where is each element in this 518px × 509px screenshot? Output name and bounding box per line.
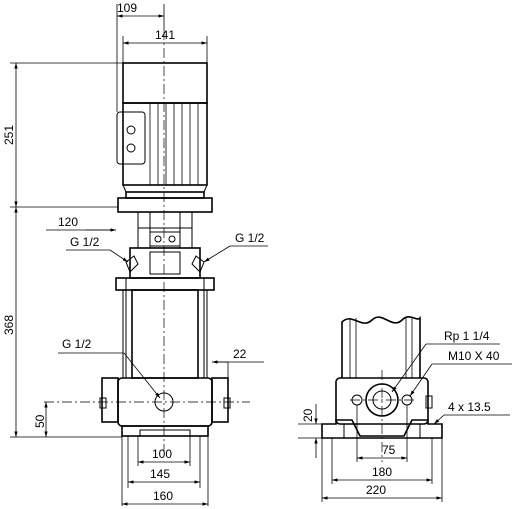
dim-220: 220 <box>366 483 386 497</box>
motor-top-cap <box>122 62 208 104</box>
port-plug-left <box>99 397 107 409</box>
port-plug-right <box>223 397 231 409</box>
port-plug-right <box>425 395 433 409</box>
base-foot <box>121 425 209 437</box>
dim-141: 141 <box>155 28 175 42</box>
label-g12-left-top: G 1/2 <box>70 235 100 249</box>
dim-75: 75 <box>382 443 396 457</box>
dim-100: 100 <box>152 447 172 461</box>
label-g12-mid: G 1/2 <box>62 337 92 351</box>
inlet-stub-left <box>101 377 119 423</box>
pump-sleeve <box>131 289 199 379</box>
base-view-dimensions: Rp 1 1/4 M10 X 40 20 4 x 13.5 75 180 220 <box>298 329 512 502</box>
dim-251: 251 <box>2 125 16 145</box>
pump-side-view <box>44 30 250 452</box>
dim-180: 180 <box>372 465 392 479</box>
dim-50: 50 <box>33 414 47 428</box>
vent-plug-right <box>191 255 205 273</box>
pump-head-flange <box>115 277 215 291</box>
dim-368: 368 <box>2 315 16 335</box>
side-view-dimensions: 109 141 251 368 120 G 1/2 G 1/2 G 1/2 <box>2 1 268 506</box>
motor-stool-flange <box>117 197 213 213</box>
vent-plug-left <box>125 255 139 273</box>
motor-flange <box>125 191 205 199</box>
cable-entry-icon <box>126 143 136 153</box>
outlet-stub-right <box>211 377 229 423</box>
label-m10: M10 X 40 <box>448 349 500 363</box>
dim-120: 120 <box>58 215 78 229</box>
dim-22: 22 <box>233 347 247 361</box>
motor-housing <box>122 102 208 186</box>
pump-head-neck <box>149 251 181 275</box>
sleeve-broken <box>341 316 421 378</box>
cable-entry-icon <box>126 125 136 135</box>
dim-20: 20 <box>301 408 315 422</box>
dim-160: 160 <box>153 489 173 503</box>
pump-base-view <box>321 316 443 462</box>
label-g12-right-top: G 1/2 <box>235 231 265 245</box>
dim-145: 145 <box>150 467 170 481</box>
coupling <box>149 231 181 247</box>
terminal-box <box>116 111 146 165</box>
dim-109: 109 <box>117 1 137 15</box>
motor-stool <box>137 211 193 249</box>
label-holes: 4 x 13.5 <box>448 400 491 414</box>
motor-cooling-fins <box>149 103 199 185</box>
label-rp: Rp 1 1/4 <box>444 329 490 343</box>
sleeve-hatching <box>349 318 413 378</box>
